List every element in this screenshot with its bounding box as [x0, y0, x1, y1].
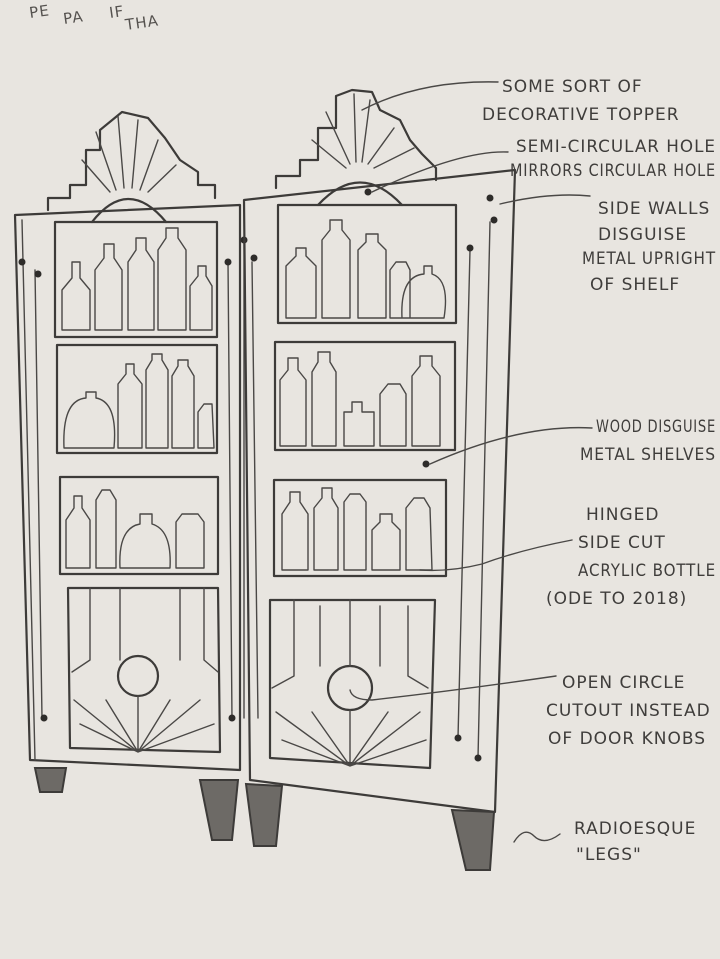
label-hinged: HINGED SIDE CUT ACRYLIC BOTTLE (ODE TO 2… — [546, 505, 716, 609]
right-topper — [274, 88, 438, 190]
label-legs: RADIOESQUE "LEGS" — [574, 819, 696, 865]
label-circle: OPEN CIRCLE CUTOUT INSTEAD OF DOOR KNOBS — [546, 673, 711, 749]
callout-lines — [349, 81, 593, 843]
callout-semicircle — [371, 151, 509, 193]
label-semicircle: SEMI-CIRCULAR HOLE MIRRORS CIRCULAR HOLE — [510, 137, 716, 181]
right-door-fan — [275, 599, 427, 767]
label-topper: SOME SORT OF DECORATIVE TOPPER — [482, 77, 680, 125]
left-semicircle — [90, 198, 168, 224]
left-door-fan — [73, 695, 215, 753]
callout-hinged — [419, 539, 573, 572]
left-body — [13, 203, 242, 772]
label-semicircle-line-1: MIRRORS CIRCULAR HOLE — [510, 161, 716, 181]
label-sidewalls-line-3: OF SHELF — [590, 275, 680, 295]
left-door — [66, 586, 222, 754]
label-hinged-line-1: SIDE CUT — [578, 533, 666, 553]
label-hinged-line-0: HINGED — [586, 505, 660, 525]
label-semicircle-line-0: SEMI-CIRCULAR HOLE — [516, 137, 716, 157]
corner-text-1: PA — [62, 7, 85, 28]
label-wood-line-0: WOOD DISGUISE — [596, 417, 716, 437]
label-wood: WOOD DISGUISE METAL SHELVES — [580, 417, 716, 465]
left-cabinet — [13, 110, 248, 841]
corner-text-3: THA — [123, 11, 160, 34]
label-sidewalls-line-2: METAL UPRIGHT — [582, 249, 716, 269]
corner-note: PE PA IF THA — [28, 1, 160, 34]
left-shelf-2 — [55, 343, 219, 455]
left-leg-1 — [33, 767, 68, 793]
label-topper-line-1: DECORATIVE TOPPER — [482, 105, 680, 125]
left-leg-2 — [198, 779, 240, 841]
corner-text-0: PE — [28, 1, 51, 22]
right-shelf-1 — [276, 203, 458, 325]
right-semicircle — [316, 181, 404, 207]
label-hinged-line-2: ACRYLIC BOTTLE — [578, 561, 716, 581]
right-shelf-2 — [273, 340, 457, 452]
label-sidewalls-line-1: DISGUISE — [598, 225, 687, 245]
label-legs-line-0: RADIOESQUE — [574, 819, 696, 839]
right-cabinet — [242, 88, 517, 871]
right-door — [268, 598, 437, 770]
callout-sidewalls — [499, 194, 591, 205]
left-bottles-2 — [63, 353, 215, 449]
callout-wood — [429, 426, 593, 465]
right-shelf-3 — [272, 478, 448, 578]
left-shelf-3 — [58, 475, 220, 576]
right-bottles-1 — [285, 219, 447, 319]
left-topper — [46, 110, 217, 212]
left-bottles-3 — [65, 489, 205, 569]
right-topper-fan — [311, 93, 415, 169]
callout-topper — [361, 81, 499, 111]
right-bottles-2 — [279, 351, 441, 447]
label-circle-line-0: OPEN CIRCLE — [562, 673, 685, 693]
right-bottles-3 — [281, 487, 433, 571]
label-circle-line-1: CUTOUT INSTEAD — [546, 701, 711, 721]
left-shelf-1 — [53, 220, 219, 339]
right-leg-1 — [244, 782, 284, 847]
label-circle-line-2: OF DOOR KNOBS — [548, 729, 706, 749]
label-hinged-line-3: (ODE TO 2018) — [546, 589, 687, 609]
left-topper-fan — [81, 115, 177, 193]
label-sidewalls: SIDE WALLS DISGUISE METAL UPRIGHT OF SHE… — [582, 199, 716, 295]
left-bottles-1 — [61, 227, 213, 331]
label-legs-line-1: "LEGS" — [576, 845, 642, 865]
right-leg-2 — [450, 808, 496, 871]
callout-circle — [349, 675, 557, 701]
corner-text-2: IF — [108, 2, 125, 22]
label-topper-line-0: SOME SORT OF — [502, 77, 643, 97]
callout-legs — [513, 831, 561, 843]
label-sidewalls-line-0: SIDE WALLS — [598, 199, 710, 219]
label-wood-line-1: METAL SHELVES — [580, 445, 716, 465]
